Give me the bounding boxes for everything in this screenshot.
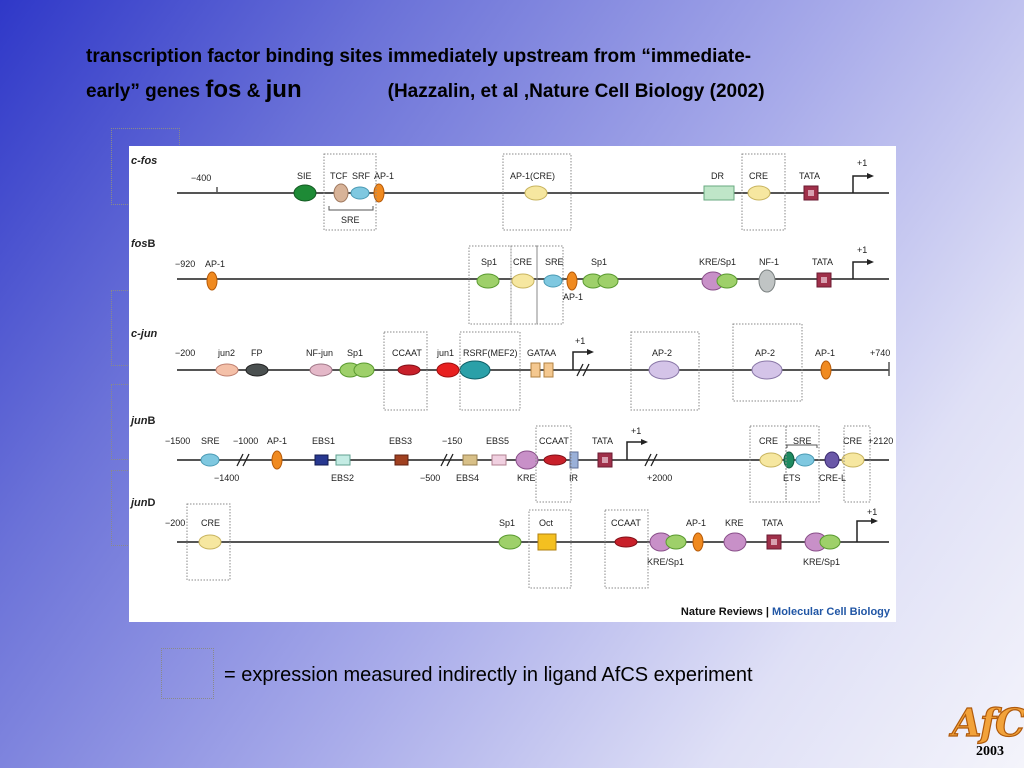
gene-label-junb: junB: [129, 415, 156, 427]
cjun-jun1-label: jun1: [436, 348, 454, 358]
title-gene-fos: fos: [205, 76, 242, 103]
junb-cre2-label: CRE: [843, 436, 862, 446]
title-line1: transcription factor binding sites immed…: [86, 46, 752, 67]
cjun-ap2b-label: AP-2: [755, 348, 775, 358]
indirect-boxes: [186, 153, 871, 589]
fosb-kresp1-label: KRE/Sp1: [699, 257, 736, 267]
gene-label-fosb: fosB: [131, 238, 156, 250]
junb-pos5: −500: [420, 473, 440, 483]
cfos-sie-label: SIE: [297, 171, 312, 181]
fosb-nf1-label: NF-1: [759, 257, 779, 267]
jund-kre-label: KRE: [725, 518, 744, 528]
cjun-ap1-label: AP-1: [815, 348, 835, 358]
junb-sre2-label: SRE: [793, 436, 812, 446]
gene-row-jund: junD −200 CRE Sp1 Oct CCAAT AP-1 KRE TAT…: [129, 497, 889, 567]
junb-ap1-label: AP-1: [267, 436, 287, 446]
cjun-ccaat-label: CCAAT: [392, 348, 422, 358]
jund-tata-label: TATA: [762, 518, 783, 528]
junb-ccaat-label: CCAAT: [539, 436, 569, 446]
cfos-pos: −400: [191, 173, 211, 183]
legend-text: = expression measured indirectly in liga…: [224, 664, 753, 686]
fosb-sp1b-label: Sp1: [591, 257, 607, 267]
junb-crel-label: CRE-L: [819, 473, 846, 483]
fosb-ap1-label: AP-1: [205, 259, 225, 269]
title-line2-prefix: early” genes: [86, 81, 206, 102]
title-ampersand: &: [241, 81, 266, 102]
junb-pos6: +2000: [647, 473, 672, 483]
fosb-ap1b-label: AP-1: [563, 292, 583, 302]
jund-pos: −200: [165, 518, 185, 528]
jund-tss-label: +1: [867, 507, 877, 517]
junb-ebs1-label: EBS1: [312, 436, 335, 446]
cfos-cre-label: CRE: [749, 171, 768, 181]
gene-label-cjun: c-jun: [131, 328, 158, 340]
cjun-pos: −200: [175, 348, 195, 358]
cjun-rsrf-label: RSRF(MEF2): [463, 348, 518, 358]
title-gene-jun: jun: [265, 76, 302, 103]
title-citation: (Hazzalin, et al ,Nature Cell Biology (2…: [387, 81, 765, 102]
junb-ebs5-label: EBS5: [486, 436, 509, 446]
gene-row-fosb: fosB −920 AP-1 Sp1 CRE SRE AP-1 Sp1 KRE/…: [131, 238, 889, 302]
promoter-figure: c-fos −400 SIE TCF SRF AP-1 SRE AP-1(CRE…: [129, 146, 896, 622]
cfos-tcf-label: TCF: [330, 171, 348, 181]
legend-swatch: [161, 648, 214, 699]
cjun-fp-label: FP: [251, 348, 263, 358]
jund-ap1-label: AP-1: [686, 518, 706, 528]
junb-ebs4-label: EBS4: [456, 473, 479, 483]
jund-kresp1-label: KRE/Sp1: [647, 557, 684, 567]
fosb-sre-label: SRE: [545, 257, 564, 267]
junb-cre-label: CRE: [759, 436, 778, 446]
gene-row-cjun: c-jun −200 jun2 FP NF-jun Sp1 CCAAT jun1…: [131, 328, 890, 380]
cfos-srf-label: SRF: [352, 171, 371, 181]
gene-row-cfos: c-fos −400 SIE TCF SRF AP-1 SRE AP-1(CRE…: [131, 155, 889, 225]
cfos-sre-label: SRE: [341, 215, 360, 225]
junb-ir-label: IR: [569, 473, 579, 483]
junb-pos3: −150: [442, 436, 462, 446]
fosb-tss-label: +1: [857, 245, 867, 255]
cfos-tss-label: +1: [857, 158, 867, 168]
cfos-ap1cre-label: AP-1(CRE): [510, 171, 555, 181]
junb-ebs3-label: EBS3: [389, 436, 412, 446]
fosb-cre-label: CRE: [513, 257, 532, 267]
jund-cre-label: CRE: [201, 518, 220, 528]
jund-oct-label: Oct: [539, 518, 554, 528]
fosb-pos: −920: [175, 259, 195, 269]
slide-title: transcription factor binding sites immed…: [86, 40, 906, 108]
slide-year: 2003: [976, 744, 1004, 759]
junb-ebs2-label: EBS2: [331, 473, 354, 483]
afcs-logo: AfCS: [951, 699, 1024, 745]
fosb-tata-label: TATA: [812, 257, 833, 267]
junb-pos2: −1000: [233, 436, 258, 446]
jund-kresp1b-label: KRE/Sp1: [803, 557, 840, 567]
figure-credit: Nature Reviews | Molecular Cell Biology: [680, 606, 890, 618]
cfos-ap1-label: AP-1: [374, 171, 394, 181]
cjun-ap2-label: AP-2: [652, 348, 672, 358]
fosb-sp1-label: Sp1: [481, 257, 497, 267]
junb-sre-label: SRE: [201, 436, 220, 446]
cjun-endpos: +740: [870, 348, 890, 358]
junb-endpos: +2120: [868, 436, 893, 446]
cfos-tata-label: TATA: [799, 171, 820, 181]
cjun-jun2-label: jun2: [217, 348, 235, 358]
junb-tss-label: +1: [631, 426, 641, 436]
junb-kre-label: KRE: [517, 473, 536, 483]
cjun-nfjun-label: NF-jun: [306, 348, 333, 358]
jund-ccaat-label: CCAAT: [611, 518, 641, 528]
junb-pos: −1500: [165, 436, 190, 446]
cfos-dr-label: DR: [711, 171, 724, 181]
cjun-gataa-label: GATAA: [527, 348, 556, 358]
cjun-sp1-label: Sp1: [347, 348, 363, 358]
gene-label-cfos: c-fos: [131, 155, 157, 167]
cjun-tss-label: +1: [575, 336, 585, 346]
junb-tata-label: TATA: [592, 436, 613, 446]
gene-row-junb: junB −1500 SRE −1000 AP-1 EBS1 EBS3 −150…: [129, 415, 893, 483]
gene-label-jund: junD: [129, 497, 156, 509]
junb-pos4: −1400: [214, 473, 239, 483]
jund-sp1-label: Sp1: [499, 518, 515, 528]
junb-ets-label: ETS: [783, 473, 801, 483]
